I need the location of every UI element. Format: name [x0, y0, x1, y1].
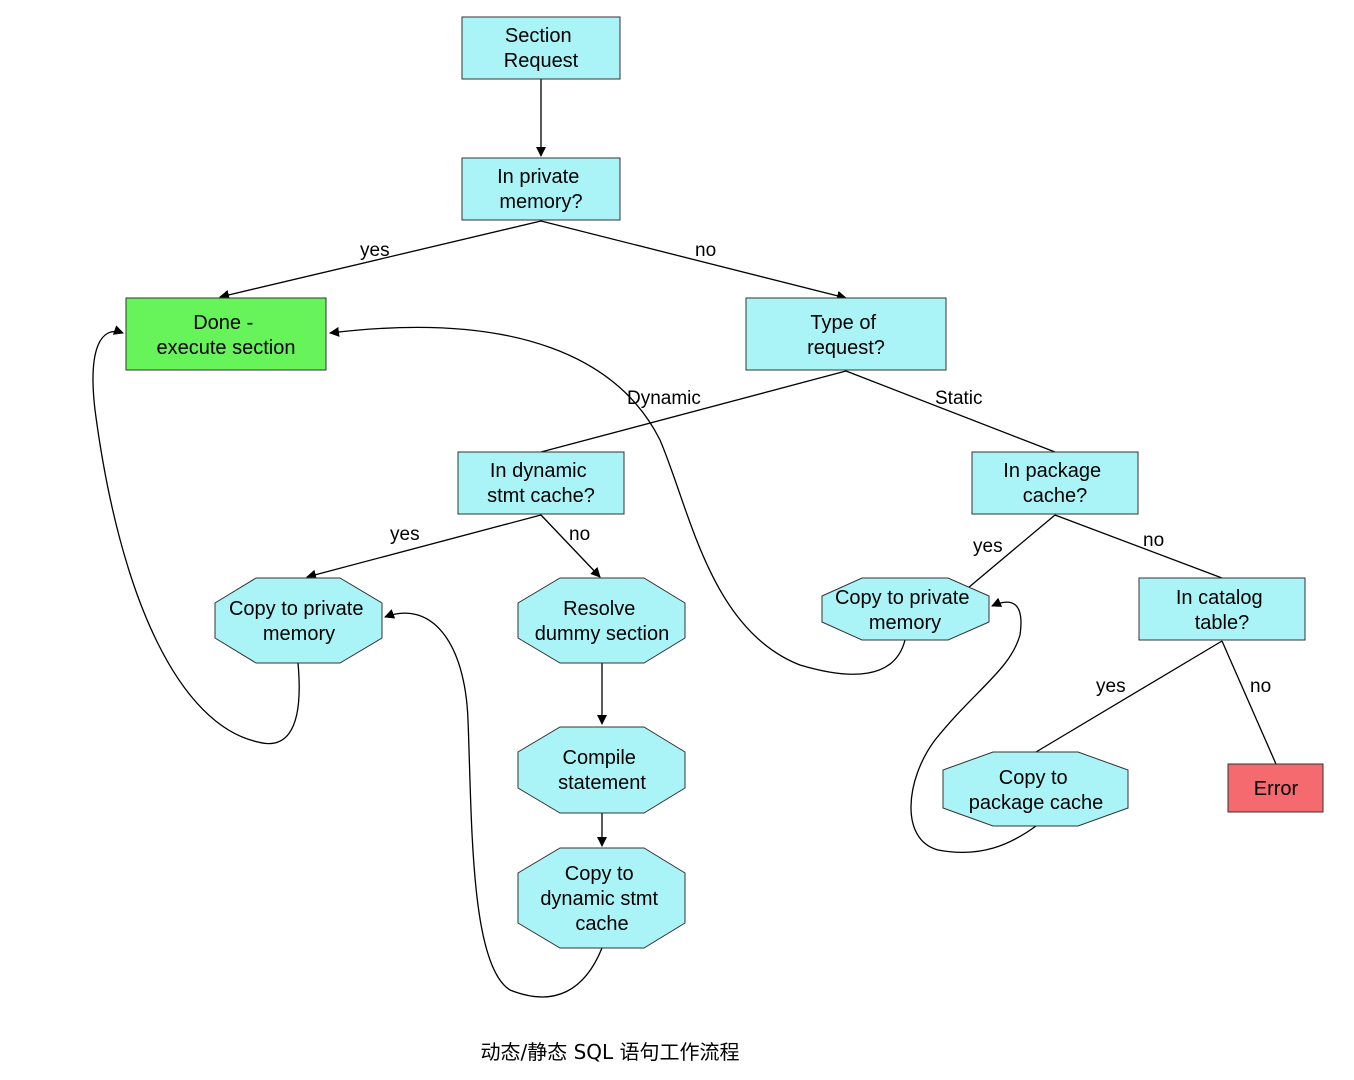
label-cat-no: no — [1250, 676, 1271, 697]
node-copy-private-memory-right: Copy to private memory — [821, 577, 990, 641]
label-private-no: no — [695, 240, 716, 261]
node-copy-private-memory-left: Copy to private memory — [214, 577, 383, 664]
node-in-dynamic-stmt-cache: In dynamic stmt cache? — [457, 451, 625, 515]
edge-pkg-yes — [961, 514, 1056, 594]
svg-text:In catalog table?: In catalog table? — [1176, 587, 1268, 634]
svg-text:Copy to private memory: Copy to private memory — [229, 598, 369, 645]
node-type-of-request: Type of request? — [745, 297, 947, 371]
svg-text:In package cache?: In package cache? — [1003, 460, 1106, 507]
node-in-package-cache: In package cache? — [971, 451, 1139, 515]
edge-dyn-yes — [306, 514, 542, 580]
edge-labels: yes no Dynamic Static yes no yes no yes … — [360, 240, 1271, 697]
label-dynamic: Dynamic — [627, 388, 701, 409]
svg-text:Copy to dynamic stmt: Copy to dynamic stmt cache — [540, 863, 663, 935]
edge-cat-no — [1221, 640, 1277, 765]
label-pkg-no: no — [1143, 530, 1164, 551]
loop-copy-private-left-to-done — [92, 325, 300, 745]
node-in-private-memory: In private memory? — [461, 157, 621, 221]
edges — [92, 79, 1277, 998]
loop-copy-private-right-to-done — [329, 326, 906, 675]
edge-private-yes — [219, 220, 542, 300]
edge-type-static — [845, 370, 1056, 453]
loop-copy-package-to-copy-private-right — [910, 597, 1037, 854]
edge-dyn-no — [540, 514, 601, 578]
node-copy-dynamic-stmt-cache: Copy to dynamic stmt cache — [517, 847, 686, 949]
label-private-yes: yes — [360, 240, 390, 261]
node-section-request: Section Request — [461, 16, 621, 80]
label-dyn-yes: yes — [390, 524, 420, 545]
label-pkg-yes: yes — [973, 536, 1003, 557]
figure-caption: 动态/静态 SQL 语句工作流程 — [480, 1040, 740, 1064]
svg-text:Compile statement: Compile statement — [558, 747, 646, 794]
svg-text:Copy to private memory: Copy to private memory — [835, 587, 975, 634]
svg-text:Copy to package cache: Copy to package cache — [969, 767, 1104, 814]
label-cat-yes: yes — [1096, 676, 1126, 697]
edge-pkg-no — [1054, 514, 1223, 579]
node-done-execute-section: Done - execute section — [125, 297, 327, 371]
node-error: Error — [1227, 763, 1324, 813]
svg-text:In dynamic stmt cache?: In dynamic stmt cache? — [487, 460, 595, 507]
edge-private-no — [540, 220, 847, 301]
label-static: Static — [935, 388, 983, 409]
svg-text:Section Request: Section Request — [504, 25, 579, 72]
nodes: Section Request In private memory? Done … — [125, 16, 1324, 949]
node-copy-package-cache: Copy to package cache — [942, 751, 1129, 827]
loop-copy-dynamic-to-copy-private — [384, 609, 603, 998]
node-compile-statement: Compile statement — [517, 726, 686, 814]
svg-text:Type of request?: Type of request? — [807, 312, 885, 359]
svg-text:In private memory?: In private memory? — [497, 166, 585, 213]
edge-type-dynamic — [540, 370, 847, 453]
node-in-catalog-table: In catalog table? — [1138, 577, 1306, 641]
svg-text:Done - execute section: Done - execute section — [157, 312, 296, 359]
edge-cat-yes — [1035, 640, 1223, 753]
label-dyn-no: no — [569, 524, 590, 545]
svg-text:Resolve dummy section: Resolve dummy section — [535, 598, 670, 645]
node-resolve-dummy-section: Resolve dummy section — [517, 577, 686, 664]
svg-text:Error: Error — [1254, 778, 1299, 800]
